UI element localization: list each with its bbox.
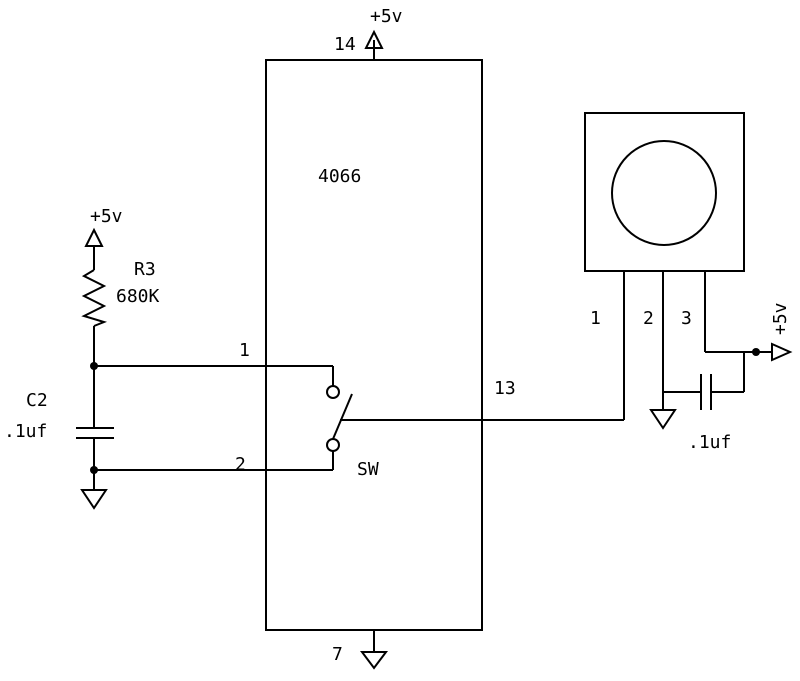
resistor-ref-label: R3 <box>134 259 156 280</box>
switch-label: SW <box>357 459 379 480</box>
sensor-supply-node <box>752 348 760 356</box>
ic-part-label: 4066 <box>318 166 361 187</box>
sensor-lens <box>611 140 717 246</box>
ic-gnd-symbol <box>360 651 388 670</box>
timing-supply-label: +5v <box>90 206 123 227</box>
switch-bottom-contact <box>326 438 340 452</box>
sensor-pin1-label: 1 <box>590 308 601 329</box>
capacitor-ref-label: C2 <box>26 390 48 411</box>
timing-supply-arrow <box>84 227 104 247</box>
switch-top-contact <box>326 385 340 399</box>
ic-body <box>265 59 483 631</box>
bypass-cap-value-label: .1uf <box>688 432 731 453</box>
capacitor-value-label: .1uf <box>4 421 47 442</box>
sensor-supply-label: +5v <box>770 302 791 335</box>
sensor-pin2-label: 2 <box>643 308 654 329</box>
ic-pin1-label: 1 <box>239 340 250 361</box>
resistor-value-label: 680K <box>116 286 160 307</box>
ic-4066: 4066 +5v 14 7 SW 1 2 13 <box>94 6 624 670</box>
timing-ground-symbol <box>80 489 108 510</box>
ic-vdd-arrow <box>364 29 384 49</box>
junction-node-top <box>90 362 98 370</box>
sensor-ground-symbol <box>649 409 677 430</box>
timing-network: +5v R3 680K C2 .1uf <box>4 206 160 510</box>
ic-vdd-label: +5v <box>370 6 403 27</box>
sensor-pin3-label: 3 <box>681 308 692 329</box>
sensor-supply-arrow <box>771 342 793 362</box>
ic-pin7-label: 7 <box>332 644 343 665</box>
sensor-module: 1 2 3 +5v .1uf <box>584 112 793 453</box>
junction-node-bottom <box>90 466 98 474</box>
ic-pin2-label: 2 <box>235 454 246 475</box>
ic-pin13-label: 13 <box>494 378 516 399</box>
resistor-r3 <box>81 269 108 327</box>
sensor-body <box>584 112 745 272</box>
ic-pin14-label: 14 <box>334 34 356 55</box>
switch-blade <box>332 393 353 440</box>
